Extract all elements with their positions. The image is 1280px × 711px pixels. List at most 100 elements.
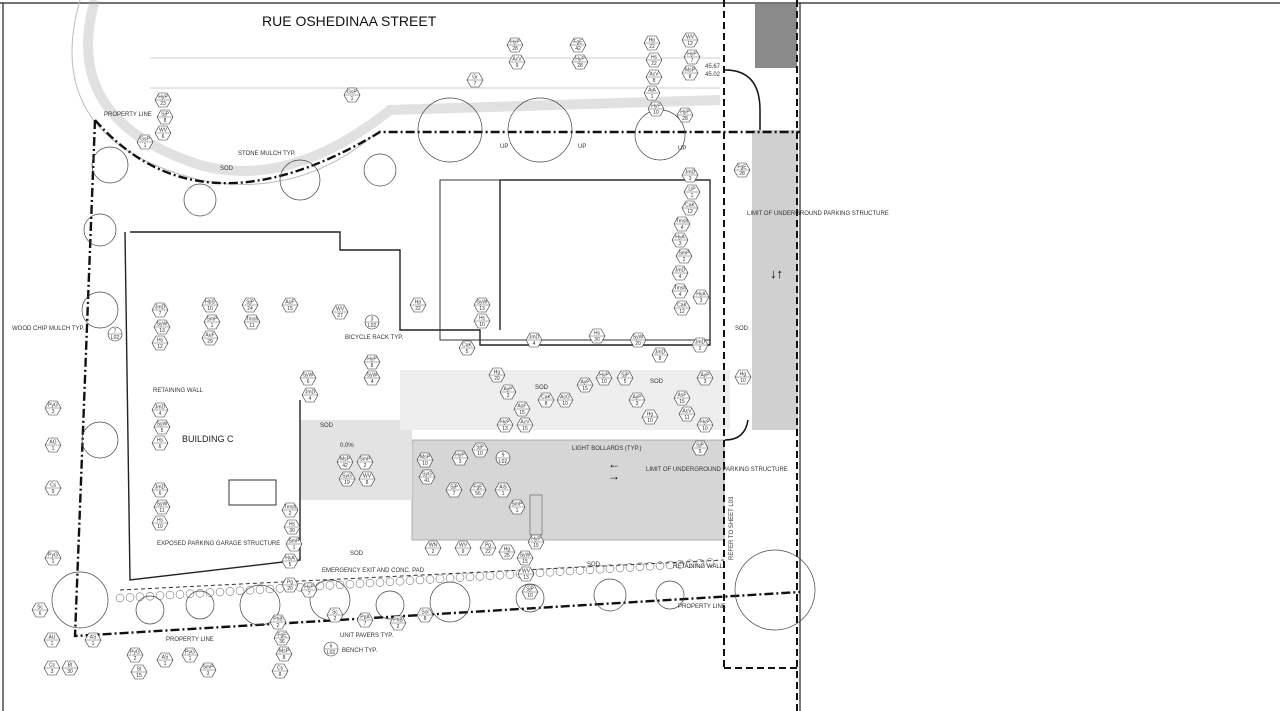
shrub-icon bbox=[325, 581, 335, 590]
tag-code: JmD bbox=[675, 268, 686, 274]
tag-code: AuF bbox=[285, 300, 294, 306]
tag-qty: 3 bbox=[459, 459, 462, 465]
tag-code: AyP bbox=[700, 373, 710, 379]
callout-number: 3 bbox=[371, 317, 374, 323]
tag-code: CaK bbox=[541, 395, 551, 401]
tag-qty: 10 bbox=[479, 322, 485, 328]
shrub-icon bbox=[535, 568, 545, 578]
property-line-east-label: PROPERTY LINE bbox=[678, 604, 726, 610]
tag-qty: 20 bbox=[494, 376, 500, 382]
tag-code: LiP bbox=[688, 187, 696, 193]
tag-qty: 1 bbox=[691, 193, 694, 199]
shrub-icon bbox=[675, 560, 685, 569]
tag-qty: 3 bbox=[207, 671, 210, 677]
shrub-icon bbox=[395, 576, 405, 586]
tag-code: SjP bbox=[696, 443, 704, 449]
tag-qty: 2 bbox=[334, 616, 337, 622]
tag-qty: 3 bbox=[52, 409, 55, 415]
tag-code: Tmsh bbox=[246, 317, 259, 323]
tag-code: Hg bbox=[740, 372, 747, 378]
shrub-icon bbox=[705, 558, 715, 567]
limit-parking-south-label: LIMIT OF UNDERGROUND PARKING STRUCTURE bbox=[646, 467, 788, 473]
tag-code: SyW bbox=[157, 322, 168, 328]
tag-qty: 3 bbox=[507, 393, 510, 399]
tag-code: WV bbox=[686, 35, 695, 41]
tag-code: CaK bbox=[685, 203, 695, 209]
tag-code: HyP bbox=[500, 420, 510, 426]
exposed-parking-label: EXPOSED PARKING GARAGE STRUCTURE bbox=[157, 541, 280, 547]
tree-icon bbox=[91, 146, 129, 184]
shrub-icon bbox=[665, 560, 675, 570]
tag-code: HbS bbox=[205, 300, 215, 306]
tree-icon bbox=[375, 590, 405, 620]
tag-qty: 4 bbox=[159, 411, 162, 417]
tag-code: FgE bbox=[737, 165, 747, 171]
tag-qty: 22 bbox=[415, 306, 421, 312]
shrub-icon bbox=[405, 576, 415, 585]
tag-code: SmP bbox=[679, 251, 691, 257]
stone-mulch-label: STONE MULCH TYP. bbox=[238, 151, 296, 157]
shrub-icon bbox=[135, 592, 145, 602]
plant-tag: Cs8 bbox=[271, 663, 289, 679]
callout-number: 6 bbox=[330, 644, 333, 650]
shrub-icon bbox=[145, 591, 155, 601]
tree-icon bbox=[507, 97, 573, 163]
tag-code: HyP bbox=[510, 40, 520, 46]
tag-code: JmD bbox=[685, 170, 696, 176]
tag-qty: 6 bbox=[162, 134, 165, 140]
tag-code: JmD bbox=[155, 305, 166, 311]
tag-qty: 15 bbox=[287, 306, 293, 312]
shrub-icon bbox=[555, 567, 565, 576]
tag-code: HyA bbox=[696, 292, 706, 298]
tag-code: AcG bbox=[560, 395, 570, 401]
shrub-icon bbox=[595, 564, 605, 574]
shrub-icon bbox=[585, 565, 595, 575]
tag-code: GsP bbox=[140, 137, 150, 143]
tree-icon bbox=[279, 159, 321, 201]
property-line-label: PROPERTY LINE bbox=[104, 112, 152, 118]
tag-code: Cs bbox=[49, 663, 56, 669]
building-label: BUILDING C bbox=[182, 434, 234, 444]
tag-code: Hs bbox=[479, 316, 486, 322]
tag-qty: 10 bbox=[207, 306, 213, 312]
tag-qty: 7 bbox=[364, 621, 367, 627]
tree-icon bbox=[185, 590, 215, 620]
tree-icon bbox=[51, 571, 109, 629]
tag-qty: 13 bbox=[502, 426, 508, 432]
tag-code: SjP bbox=[476, 445, 484, 451]
tag-qty: 6 bbox=[159, 444, 162, 450]
tag-qty: 13 bbox=[159, 328, 165, 334]
tree-icon bbox=[593, 578, 627, 612]
tag-qty: 1 bbox=[92, 641, 95, 647]
tag-code: WV bbox=[522, 569, 531, 575]
tag-qty: 10 bbox=[647, 418, 653, 424]
tag-qty: 7 bbox=[159, 311, 162, 317]
tag-code: HyP bbox=[575, 57, 585, 63]
tag-code: WV bbox=[459, 543, 468, 549]
sod-label: SOD bbox=[587, 562, 601, 568]
